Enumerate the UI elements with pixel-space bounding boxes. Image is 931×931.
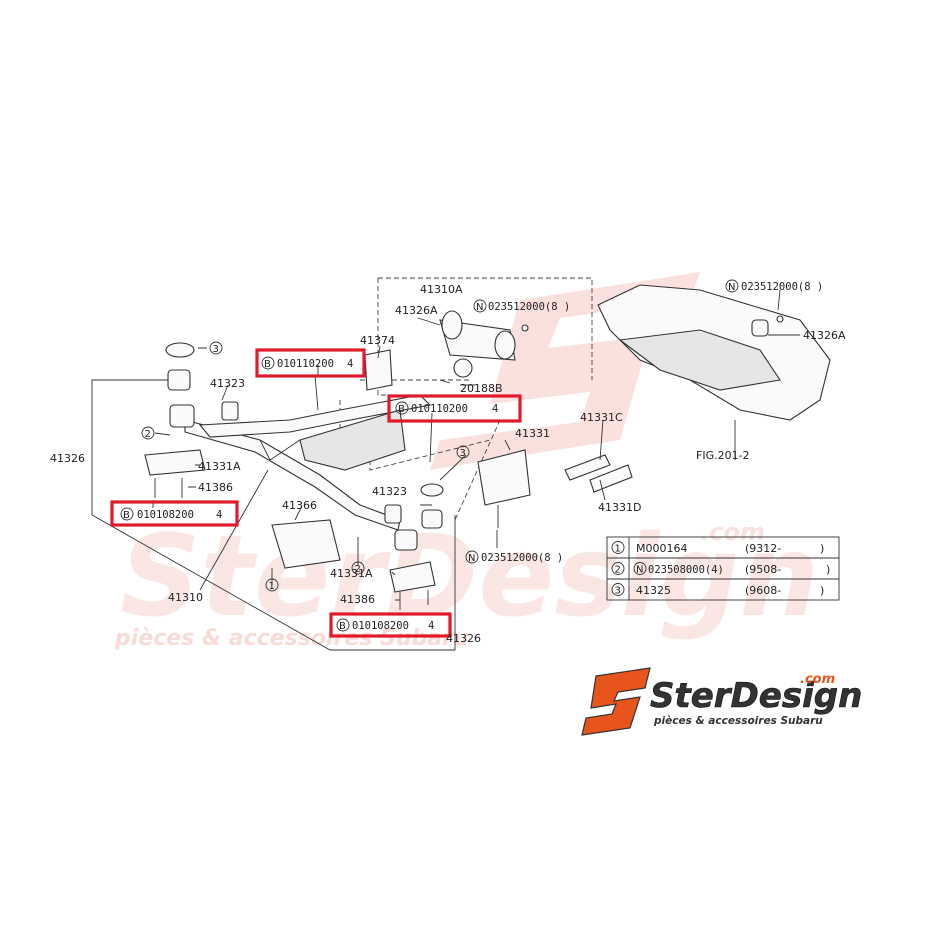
svg-text:3: 3 [460, 448, 466, 459]
highlight-box-010108200-b [329, 612, 452, 638]
leader-41310 [199, 469, 269, 591]
label-41326-left: 41326 [50, 452, 85, 465]
bushing-41323-left [221, 401, 239, 421]
svg-text:B: B [264, 359, 271, 370]
svg-text:N: N [636, 565, 643, 576]
bracket-41331c [564, 454, 611, 481]
svg-text:2: 2 [145, 429, 151, 440]
label-010110200-a-qty: 4 [347, 358, 353, 370]
watermark-com-text: .com [700, 518, 765, 546]
svg-text:B: B [398, 404, 405, 415]
svg-text:41325: 41325 [636, 584, 671, 597]
label-41326a-right: 41326A [803, 329, 846, 342]
highlight-box-010108200-a [110, 500, 239, 527]
label-010110200-a: 010110200 [277, 358, 334, 370]
watermark-tagline: pièces & accessoires Subaru [114, 626, 469, 651]
svg-text:): ) [820, 542, 824, 555]
svg-text:1: 1 [269, 581, 275, 592]
logo-tagline: pièces & accessoires Subaru [653, 715, 823, 727]
svg-text:(9312-: (9312- [745, 542, 781, 555]
svg-text:2: 2 [615, 565, 621, 576]
svg-text:1: 1 [615, 544, 621, 555]
svg-text:B: B [123, 510, 130, 521]
label-41331a-top: 41331A [198, 460, 241, 473]
label-010108200-a: 010108200 [137, 509, 194, 521]
leader-41326-left [91, 379, 456, 651]
svg-text:(9608-: (9608- [745, 584, 781, 597]
svg-text:N: N [476, 302, 483, 313]
svg-text:3: 3 [615, 586, 621, 597]
bracket-41374 [314, 349, 393, 411]
svg-text:N: N [728, 282, 735, 293]
logo-com: .com [800, 672, 835, 687]
label-41331: 41331 [515, 427, 550, 440]
label-41386-bot: 41386 [340, 593, 375, 606]
highlight-box-010110200-a [255, 348, 366, 378]
svg-text:2: 2 [355, 564, 361, 575]
label-41326-bot: 41326 [446, 632, 481, 645]
label-fig-201-2: FIG.201-2 [696, 449, 750, 462]
label-023512000-top: 023512000(8 ) [488, 301, 570, 313]
highlight-box-010110200-b [387, 394, 522, 423]
svg-text:): ) [826, 563, 830, 576]
circle-symbols: 3 2 3 1 2 B B B B N N N [120, 279, 739, 632]
svg-text:N: N [468, 553, 475, 564]
label-010108200-b-qty: 4 [428, 620, 434, 632]
label-010108200-a-qty: 4 [216, 509, 222, 521]
label-41374: 41374 [360, 334, 395, 347]
legend-row-3: 3 41325 (9608- ) [611, 583, 824, 597]
label-010110200-b-qty: 4 [492, 403, 498, 415]
label-010108200-b: 010108200 [352, 620, 409, 632]
legend-table: 1 M000164 (9312- ) 2 N 023508000(4) (950… [606, 536, 840, 601]
watermark-logo-text: SterDesign [120, 512, 819, 642]
left-bushing-stack [144, 342, 206, 498]
label-41310: 41310 [168, 591, 203, 604]
label-41331c: 41331C [580, 411, 623, 424]
label-41366: 41366 [282, 499, 317, 512]
sterdesign-logo: SterDesign .com pièces & accessoires Sub… [581, 667, 863, 736]
label-41386-top: 41386 [198, 481, 233, 494]
logo-text: SterDesign [650, 676, 862, 716]
legend-row-2: 2 N 023508000(4) (9508- ) [611, 562, 830, 576]
mount-41310a [439, 310, 529, 384]
label-010110200-b: 010110200 [411, 403, 468, 415]
label-41331d: 41331D [598, 501, 641, 514]
front-crossmember [597, 284, 831, 450]
label-41331a-bot: 41331A [330, 567, 373, 580]
label-41310a: 41310A [420, 283, 463, 296]
bracket-41331d [589, 464, 633, 493]
watermark-sj-logo-icon [430, 272, 700, 470]
svg-text:3: 3 [213, 344, 219, 355]
svg-text:): ) [820, 584, 824, 597]
label-41323-mid: 41323 [372, 485, 407, 498]
label-20188b: 20188B [460, 382, 503, 395]
svg-text:023508000(4): 023508000(4) [648, 564, 724, 576]
label-41323-top: 41323 [210, 377, 245, 390]
bracket-41331 [477, 449, 531, 528]
label-023512000-right: 023512000(8 ) [741, 281, 823, 293]
label-41326a-top: 41326A [395, 304, 438, 317]
dashed-box-41310a [377, 277, 593, 396]
svg-text:B: B [339, 621, 346, 632]
leaders [152, 289, 800, 601]
legend-row-1: 1 M000164 (9312- ) [611, 541, 824, 555]
crossmember-41310 [184, 394, 432, 531]
watermark: SterDesign .com pièces & accessoires Sub… [114, 272, 819, 651]
mid-bushing-stack [384, 483, 444, 610]
sj-logo-icon [581, 667, 651, 736]
svg-text:M000164: M000164 [636, 542, 687, 555]
svg-text:(9508-: (9508- [745, 563, 781, 576]
label-023512000-mid: 023512000(8 ) [481, 552, 563, 564]
